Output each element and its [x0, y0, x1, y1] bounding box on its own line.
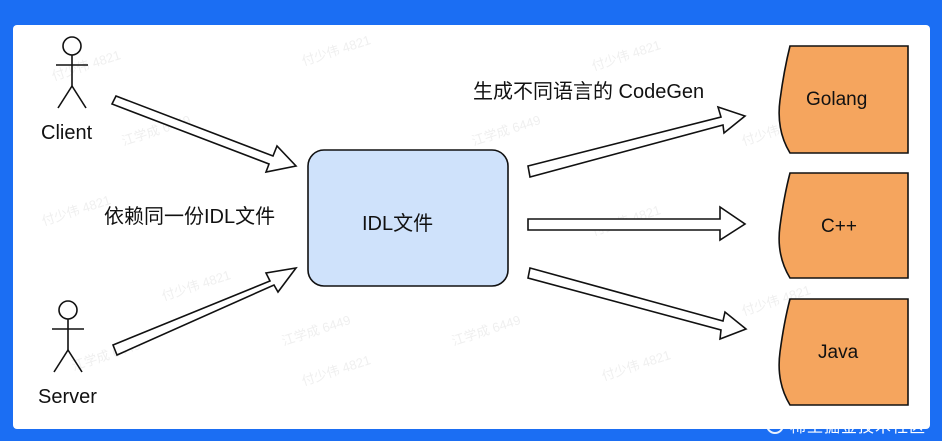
- cpp-node: [778, 172, 909, 279]
- server-actor-icon: [52, 300, 84, 373]
- golang-label: Golang: [806, 89, 868, 110]
- client-label: Client: [41, 122, 93, 144]
- input-edge-label: 依赖同一份IDL文件: [104, 206, 276, 228]
- idl-to-java-arrow: [527, 267, 748, 341]
- juejin-logo-icon: [765, 416, 784, 434]
- server-label: Server: [38, 386, 97, 408]
- client-to-idl-arrow: [110, 94, 298, 174]
- java-label: Java: [818, 342, 859, 363]
- brand-text: 稀土掘金技术社区: [789, 419, 926, 436]
- java-node: [778, 298, 909, 406]
- golang-node: [778, 45, 909, 154]
- brand-watermark: 稀土掘金技术社区: [765, 413, 926, 437]
- output-edge-label: 生成不同语言的 CodeGen: [473, 81, 705, 103]
- server-to-idl-arrow: [111, 266, 298, 357]
- cpp-label: C++: [821, 216, 857, 237]
- idl-to-cpp-arrow: [527, 205, 747, 242]
- idl-file-box: [307, 149, 509, 287]
- client-actor-icon: [56, 36, 88, 109]
- idl-to-golang-arrow: [527, 105, 747, 178]
- idl-file-box-label: IDL文件: [362, 213, 434, 235]
